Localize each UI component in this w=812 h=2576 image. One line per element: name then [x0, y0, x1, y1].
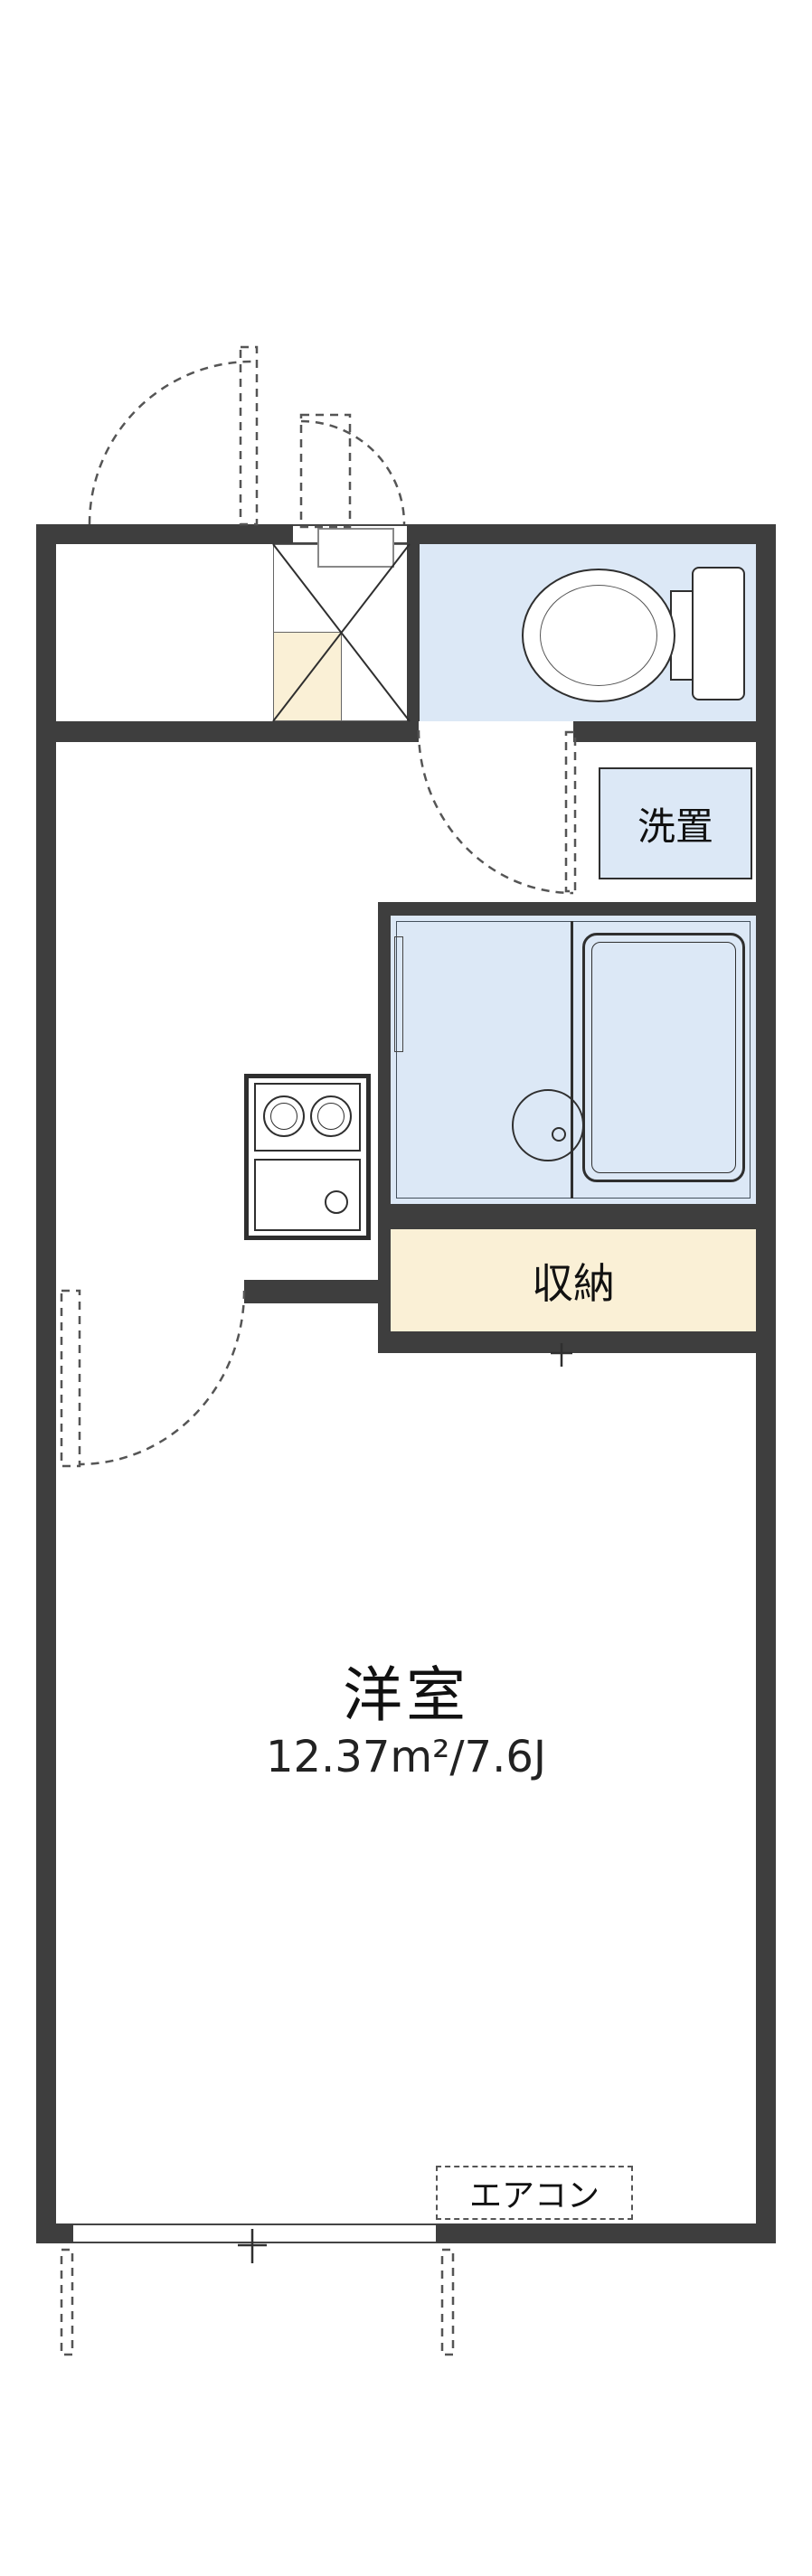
stove-burner-left-inner	[270, 1103, 297, 1130]
stove-burner-right-inner	[317, 1103, 345, 1130]
main-room-area-label: 12.37m²/7.6J	[56, 1732, 756, 1782]
closet: 収納	[391, 1229, 756, 1331]
entry-door-small-arc	[300, 419, 406, 525]
stove-burner-left-icon	[263, 1095, 305, 1137]
wall-closet-bottom	[378, 1331, 776, 1353]
main-room-label: 洋室	[56, 1647, 756, 1734]
bathroom	[391, 916, 756, 1204]
main-room-name: 洋室	[343, 1660, 469, 1730]
wall-right	[756, 524, 776, 2243]
bathtub-inner	[591, 942, 736, 1173]
wall-bath-top	[378, 902, 776, 916]
room-door-leaf	[60, 1289, 81, 1468]
washer-space: 洗置	[599, 767, 752, 879]
basin-drain	[552, 1127, 566, 1142]
main-room-area: 12.37m²/7.6J	[265, 1732, 547, 1782]
room-door-arc	[79, 1290, 246, 1466]
wall-genkan-toilet	[407, 544, 420, 721]
toilet-door-leaf	[564, 730, 577, 893]
ac-label: エアコン	[468, 2177, 600, 2214]
bathroom-inner-panel	[396, 921, 751, 1199]
toilet-door-arc	[417, 729, 574, 895]
kitchen-sink	[254, 1159, 361, 1231]
kitchen-sink-drain	[325, 1190, 348, 1214]
bathtub-icon	[582, 933, 745, 1182]
closet-label: 収納	[532, 1258, 615, 1308]
entry-door-small-leaf	[299, 413, 352, 529]
wall-bath-left	[378, 902, 391, 1353]
balcony-marker-left	[60, 2248, 74, 2356]
kitchen-unit	[244, 1074, 371, 1240]
wall-hall-divider-right	[573, 721, 776, 742]
wash-basin-icon	[512, 1089, 584, 1161]
entry-door-arc	[88, 360, 253, 525]
window-opening	[73, 2223, 436, 2243]
toilet-bowl-inner	[540, 585, 657, 686]
bathroom-door-leaf	[394, 936, 403, 1052]
genkan-box	[273, 544, 410, 721]
balcony-marker-right	[440, 2248, 455, 2356]
wall-hall-divider-left	[36, 721, 419, 742]
entry-door-leaf	[239, 345, 259, 526]
washer-label: 洗置	[637, 804, 713, 849]
entry-doorsill	[317, 528, 394, 568]
wall-left	[36, 524, 56, 2243]
bathroom-partition	[571, 921, 573, 1199]
stove-burner-right-icon	[310, 1095, 352, 1137]
stove-box	[254, 1083, 361, 1152]
air-conditioner-box: エアコン	[436, 2166, 633, 2220]
wall-room-door-stub	[244, 1280, 391, 1303]
wall-bath-closet-divider	[378, 1204, 776, 1229]
toilet-tank	[692, 567, 745, 700]
